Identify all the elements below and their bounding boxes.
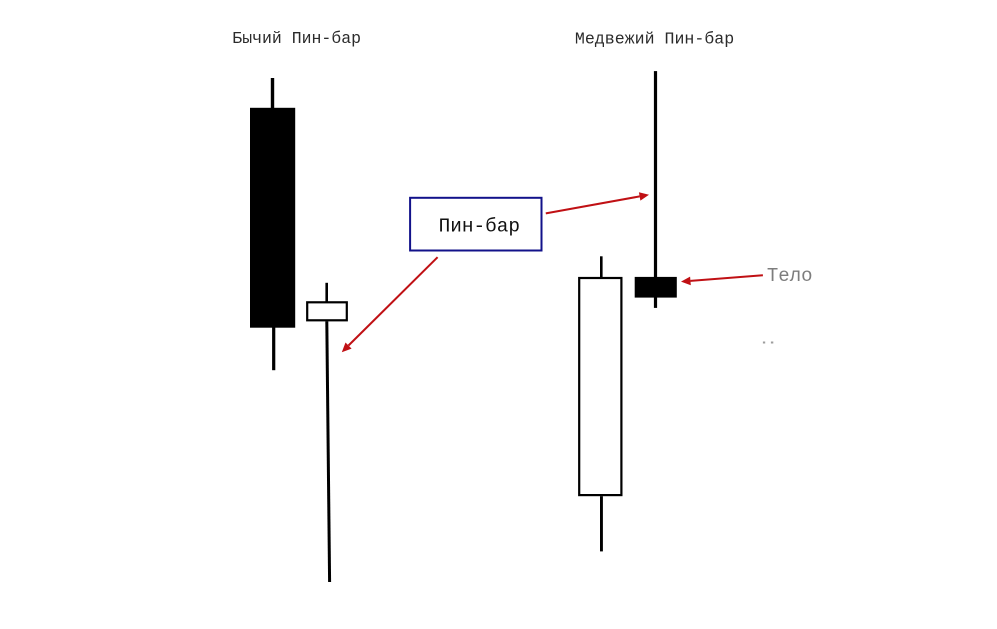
svg-text:Пин-бар: Пин-бар (439, 216, 520, 238)
svg-text:Бычий Пин-бар: Бычий Пин-бар (232, 29, 361, 48)
svg-text:Медвежий Пин-бар: Медвежий Пин-бар (575, 30, 734, 49)
svg-text:Тело: Тело (767, 265, 813, 287)
